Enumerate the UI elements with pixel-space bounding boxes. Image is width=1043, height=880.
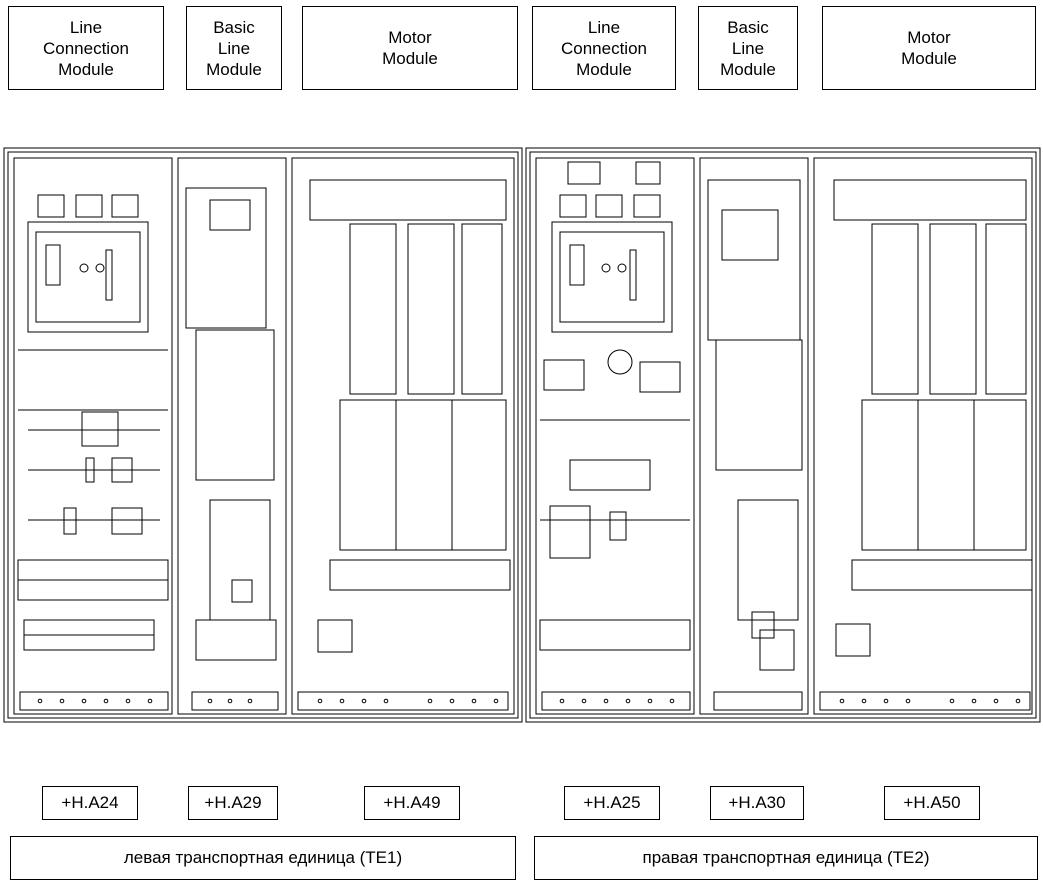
module-label-motor-2: Motor Module bbox=[822, 6, 1036, 90]
module-label-motor-1: Motor Module bbox=[302, 6, 518, 90]
ref-label-a49: +H.A49 bbox=[364, 786, 460, 820]
module-label-line-connection-1: Line Connection Module bbox=[8, 6, 164, 90]
line-connection-module-1-drawing bbox=[17, 194, 169, 711]
transport-unit-left: левая транспортная единица (TE1) bbox=[10, 836, 516, 880]
module-label-basic-line-1: Basic Line Module bbox=[186, 6, 282, 90]
line-connection-module-2-drawing bbox=[539, 161, 691, 711]
transport-unit-right: правая транспортная единица (TE2) bbox=[534, 836, 1038, 880]
base-rail-holes bbox=[37, 698, 1021, 704]
motor-module-1-drawing bbox=[297, 179, 511, 711]
ref-label-a50: +H.A50 bbox=[884, 786, 980, 820]
ref-label-a29: +H.A29 bbox=[188, 786, 278, 820]
cabinet-frame-right bbox=[525, 147, 1041, 723]
basic-line-module-2-drawing bbox=[707, 179, 803, 711]
ref-label-a30: +H.A30 bbox=[710, 786, 804, 820]
module-label-basic-line-2: Basic Line Module bbox=[698, 6, 798, 90]
cabinet-drawing bbox=[3, 147, 1041, 723]
section-dividers bbox=[13, 157, 1033, 715]
basic-line-module-1-drawing bbox=[185, 187, 279, 711]
ref-label-a25: +H.A25 bbox=[564, 786, 660, 820]
cabinet-frame-left bbox=[3, 147, 523, 723]
ref-label-a24: +H.A24 bbox=[42, 786, 138, 820]
module-label-line-connection-2: Line Connection Module bbox=[532, 6, 676, 90]
motor-module-2-drawing bbox=[819, 179, 1033, 711]
